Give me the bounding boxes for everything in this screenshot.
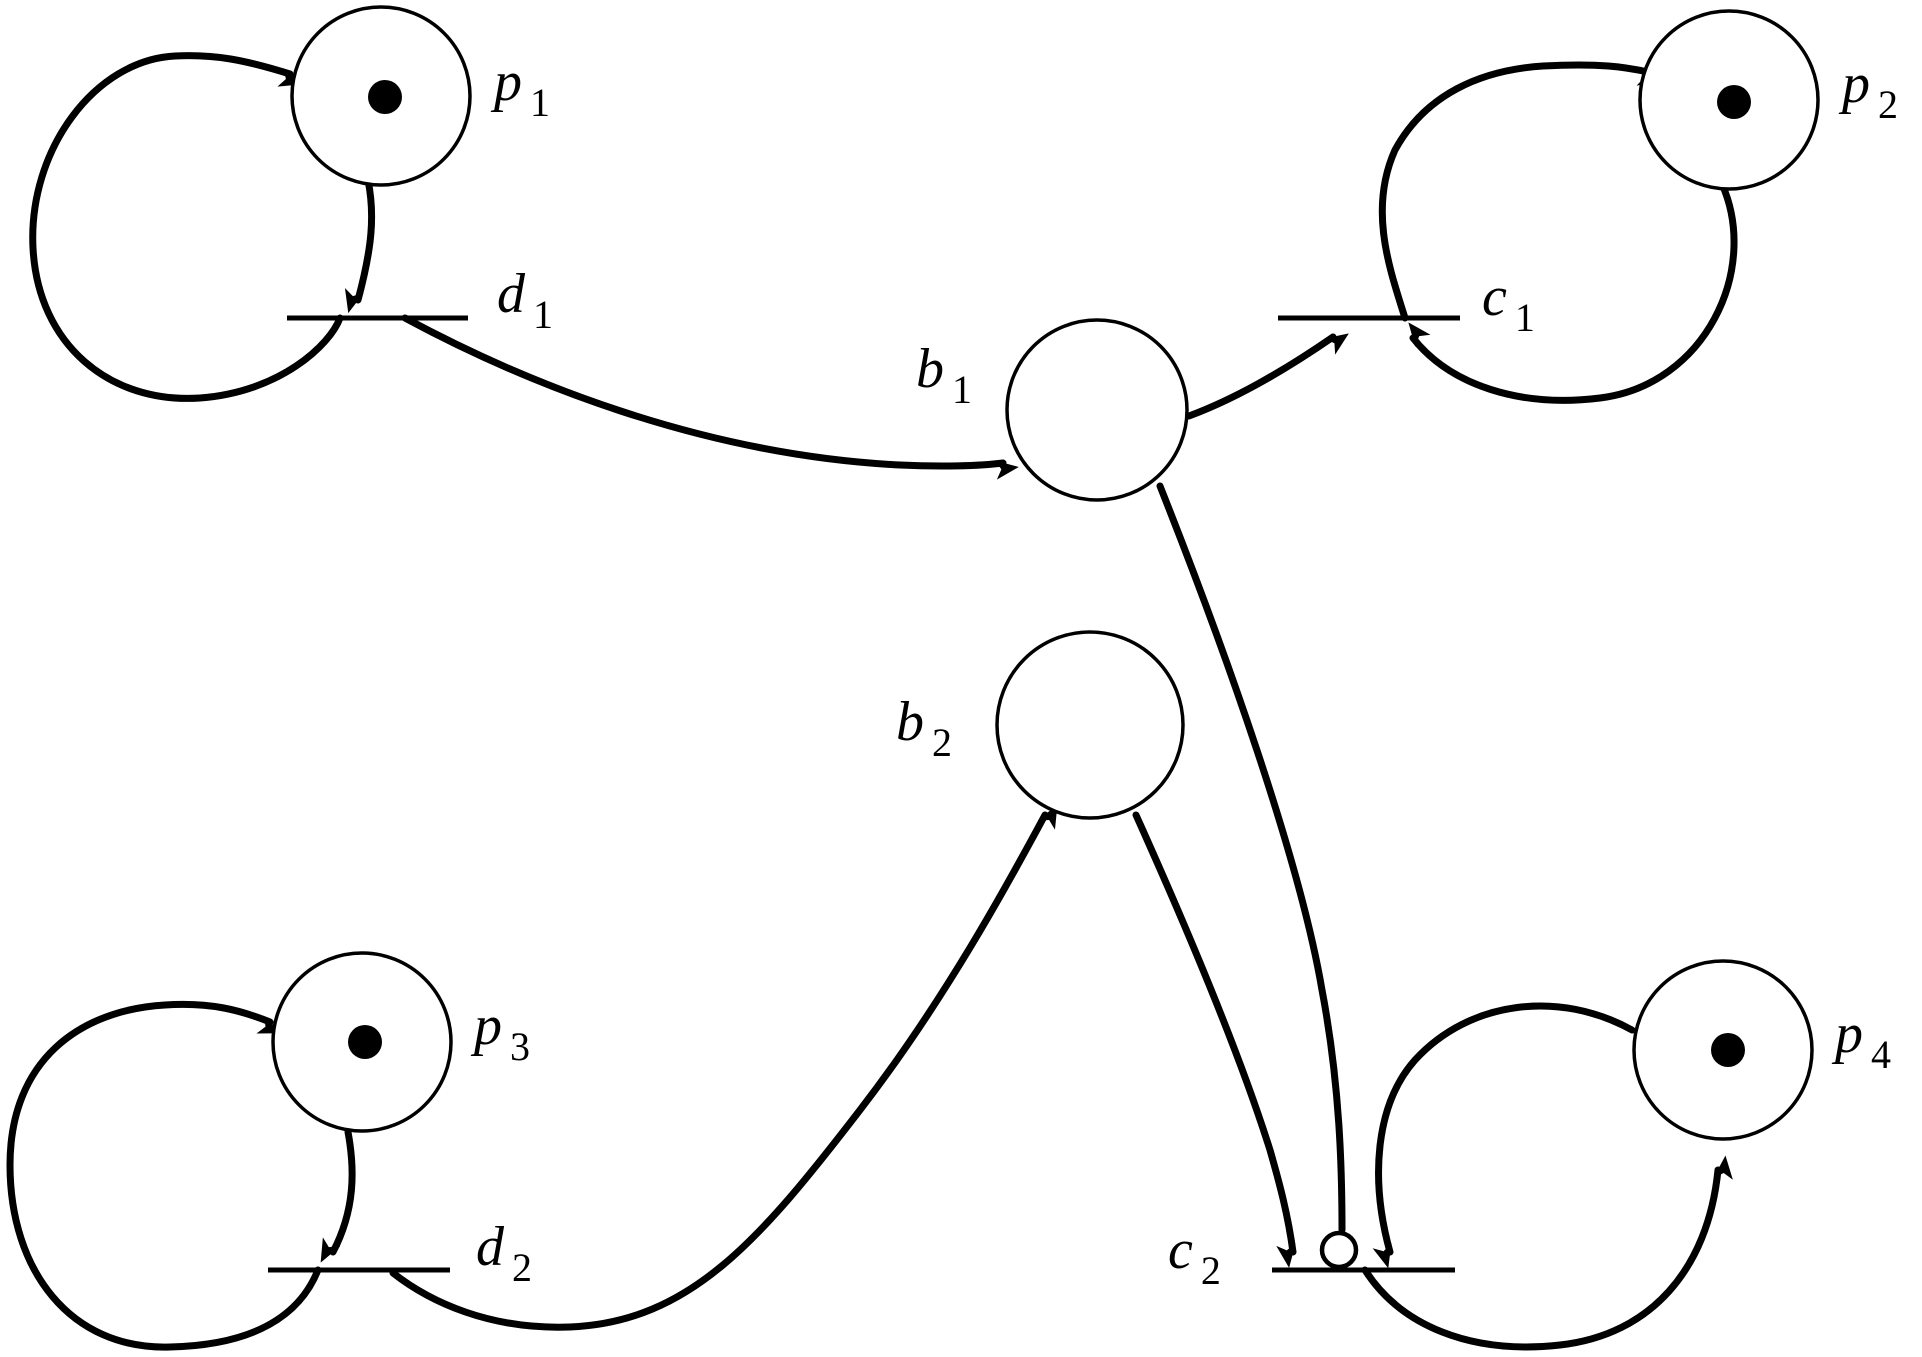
token-p2 — [1717, 85, 1751, 119]
label-c2-name: c — [1168, 1219, 1193, 1281]
arc-p3-to-d2 — [320, 1128, 356, 1263]
label-p1-name: p — [490, 51, 522, 113]
token-p4 — [1711, 1033, 1745, 1067]
arc-p4-to-c2 — [1372, 1002, 1636, 1269]
label-d2-sub: 2 — [512, 1245, 532, 1290]
label-b1-name: b — [916, 338, 944, 400]
arc-d1-to-b1 — [401, 314, 1019, 480]
label-b2-sub: 2 — [932, 720, 952, 765]
arc-c2-to-p4 — [1361, 1155, 1733, 1351]
label-p1-sub: 1 — [530, 80, 550, 125]
arc-b1-inhibit-c2 — [1156, 482, 1346, 1234]
label-p4-sub: 4 — [1871, 1032, 1891, 1077]
label-d1-sub: 1 — [533, 292, 553, 337]
label-p4-name: p — [1831, 1003, 1863, 1065]
label-p2-sub: 2 — [1878, 82, 1898, 127]
label-d1-name: d — [497, 263, 526, 325]
arc-p2-to-c1 — [1408, 180, 1738, 404]
arc-p1-to-d1 — [344, 176, 376, 314]
place-b1 — [1005, 318, 1189, 502]
arc-b2-to-c2 — [1132, 811, 1297, 1268]
token-p3 — [348, 1025, 382, 1059]
inhibitor-circle — [1319, 1230, 1359, 1270]
arc-c1-to-p2 — [1378, 61, 1662, 322]
place-b2 — [995, 630, 1185, 820]
label-b2-name: b — [896, 691, 924, 753]
label-p3-sub: 3 — [510, 1024, 530, 1069]
arc-d1-to-p1 — [29, 52, 344, 402]
label-c1-name: c — [1482, 266, 1507, 328]
token-p1 — [368, 80, 402, 114]
arc-d2-to-p3 — [6, 1000, 322, 1351]
label-d2-name: d — [476, 1216, 505, 1278]
label-c1-sub: 1 — [1515, 295, 1535, 340]
label-b1-sub: 1 — [952, 367, 972, 412]
label-p3-name: p — [470, 995, 502, 1057]
label-c2-sub: 2 — [1201, 1248, 1221, 1293]
arc-b1-to-c1 — [1185, 333, 1349, 420]
arc-d2-to-b2 — [389, 804, 1058, 1331]
label-p2-name: p — [1838, 53, 1870, 115]
